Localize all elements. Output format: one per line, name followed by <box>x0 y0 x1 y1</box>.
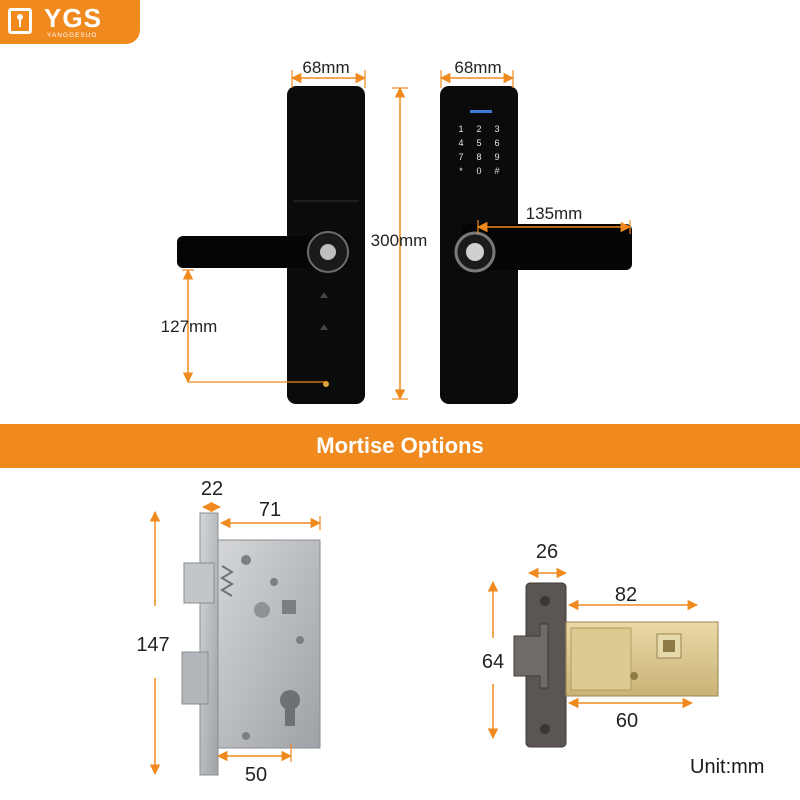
unit-label: Unit:mm <box>690 756 765 778</box>
keypad: 1 2 3 4 5 6 7 8 9 * 0 # <box>458 124 499 176</box>
brand-badge: YGS YANGGESUO <box>0 0 140 44</box>
handle-to-keyhole-dimension: 127mm <box>161 268 325 384</box>
keypad-key: 4 <box>458 138 463 148</box>
handle-to-keyhole-label: 127mm <box>161 317 218 336</box>
keypad-key: 5 <box>476 138 481 148</box>
keypad-key: # <box>494 166 499 176</box>
large-mortise-height-label: 147 <box>136 634 169 656</box>
front-lock <box>177 86 365 404</box>
small-mortise-length-label: 82 <box>615 584 637 606</box>
height-label: 300mm <box>371 231 428 250</box>
large-mortise-depth-label: 22 <box>201 478 223 500</box>
front-width-dimension: 68mm <box>290 58 367 88</box>
small-mortise-height-dimension: 64 <box>482 580 504 740</box>
handle-length-label: 135mm <box>526 204 583 223</box>
keypad-key: 1 <box>458 124 463 134</box>
large-mortise-height-dimension: 147 <box>136 510 170 776</box>
small-mortise-bottom-dimension: 60 <box>567 697 694 732</box>
keypad-key: 3 <box>494 124 499 134</box>
keypad-key: * <box>459 166 463 176</box>
small-mortise-depth-label: 26 <box>536 541 558 563</box>
keypad-key: 9 <box>494 152 499 162</box>
brand-name: YGS <box>44 3 102 33</box>
keypad-key: 6 <box>494 138 499 148</box>
front-width-label: 68mm <box>302 58 349 77</box>
small-mortise-bottom-label: 60 <box>616 710 638 732</box>
large-mortise-bottom-label: 50 <box>245 764 267 786</box>
back-width-dimension: 68mm <box>439 58 515 88</box>
back-width-label: 68mm <box>454 58 501 77</box>
small-mortise-length-dimension: 82 <box>567 584 699 611</box>
small-mortise <box>513 582 719 748</box>
large-mortise-depth-dimension: 22 <box>201 478 223 513</box>
keyhole-logo-icon <box>8 8 32 34</box>
keypad-key: 2 <box>476 124 481 134</box>
large-mortise-bottom-dimension: 50 <box>216 744 293 786</box>
small-mortise-depth-dimension: 26 <box>527 541 568 579</box>
large-mortise-width-label: 71 <box>259 499 281 521</box>
large-mortise-width-dimension: 71 <box>219 499 322 530</box>
brand-subtitle: YANGGESUO <box>47 32 98 39</box>
keypad-key: 0 <box>476 166 481 176</box>
back-lock: 1 2 3 4 5 6 7 8 9 * 0 # <box>440 86 632 404</box>
large-mortise <box>181 512 321 776</box>
keypad-key: 8 <box>476 152 481 162</box>
keypad-key: 7 <box>458 152 463 162</box>
handle-length-dimension: 135mm <box>476 204 632 234</box>
height-dimension: 300mm <box>371 86 428 401</box>
small-mortise-height-label: 64 <box>482 651 504 673</box>
mortise-options-banner: Mortise Options <box>0 424 800 468</box>
